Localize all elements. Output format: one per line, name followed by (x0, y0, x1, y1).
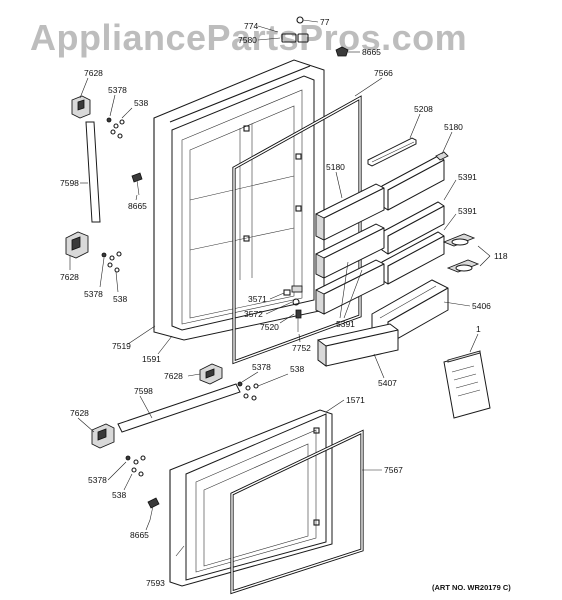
callout-7628-c: 7628 (164, 371, 183, 381)
callout-538-b: 538 (113, 294, 127, 304)
callout-7566: 7566 (374, 68, 393, 78)
callout-7598-b: 7598 (134, 386, 153, 396)
callout-5391-b: 5391 (458, 206, 477, 216)
callout-5406: 5406 (472, 301, 491, 311)
callout-5180-a: 5180 (444, 122, 463, 132)
callout-5378-c: 5378 (252, 362, 271, 372)
callout-labels: 774 7580 77 8665 7628 5378 538 7598 8665… (60, 17, 508, 588)
callout-3572: 3572 (244, 309, 263, 319)
fresh-food-door-assembly (127, 59, 383, 365)
callout-5378-d: 5378 (88, 475, 107, 485)
lower-left-hardware (77, 383, 241, 531)
callout-7580: 7580 (238, 35, 257, 45)
callout-538-c: 538 (290, 364, 304, 374)
callout-5407: 5407 (378, 378, 397, 388)
callout-7628-b: 7628 (60, 272, 79, 282)
callout-7598-a: 7598 (60, 178, 79, 188)
callout-5180-b: 5180 (326, 162, 345, 172)
art-number: (ART NO. WR20179 C) (432, 583, 511, 592)
callout-7519: 7519 (112, 341, 131, 351)
callout-8665-a: 8665 (128, 201, 147, 211)
callout-7520: 7520 (260, 322, 279, 332)
callout-7567: 7567 (384, 465, 403, 475)
top-hinge-hardware (257, 16, 360, 57)
upper-left-hardware (65, 77, 143, 293)
callout-7593: 7593 (146, 578, 165, 588)
callout-5208: 5208 (414, 104, 433, 114)
callout-1: 1 (476, 324, 481, 334)
callout-5391-a: 5391 (458, 172, 477, 182)
door-bins (315, 113, 491, 419)
callout-1571: 1571 (346, 395, 365, 405)
watermark-text: AppliancePartsPros.com (30, 17, 467, 58)
callout-1591: 1591 (142, 354, 161, 364)
callout-8665-top: 8665 (362, 47, 381, 57)
middle-hardware (187, 363, 289, 401)
callout-3571: 3571 (248, 294, 267, 304)
freezer-door-assembly (169, 399, 382, 595)
callout-7628-a: 7628 (84, 68, 103, 78)
callout-7752: 7752 (292, 343, 311, 353)
callout-5391-c: 5391 (336, 319, 355, 329)
callout-538-a: 538 (134, 98, 148, 108)
callout-7628-d: 7628 (70, 408, 89, 418)
callout-8665-b: 8665 (130, 530, 149, 540)
callout-5378-a: 5378 (108, 85, 127, 95)
callout-77: 77 (320, 17, 330, 27)
callout-538-d: 538 (112, 490, 126, 500)
callout-5378-b: 5378 (84, 289, 103, 299)
callout-774: 774 (244, 21, 258, 31)
callout-118: 118 (494, 251, 508, 261)
